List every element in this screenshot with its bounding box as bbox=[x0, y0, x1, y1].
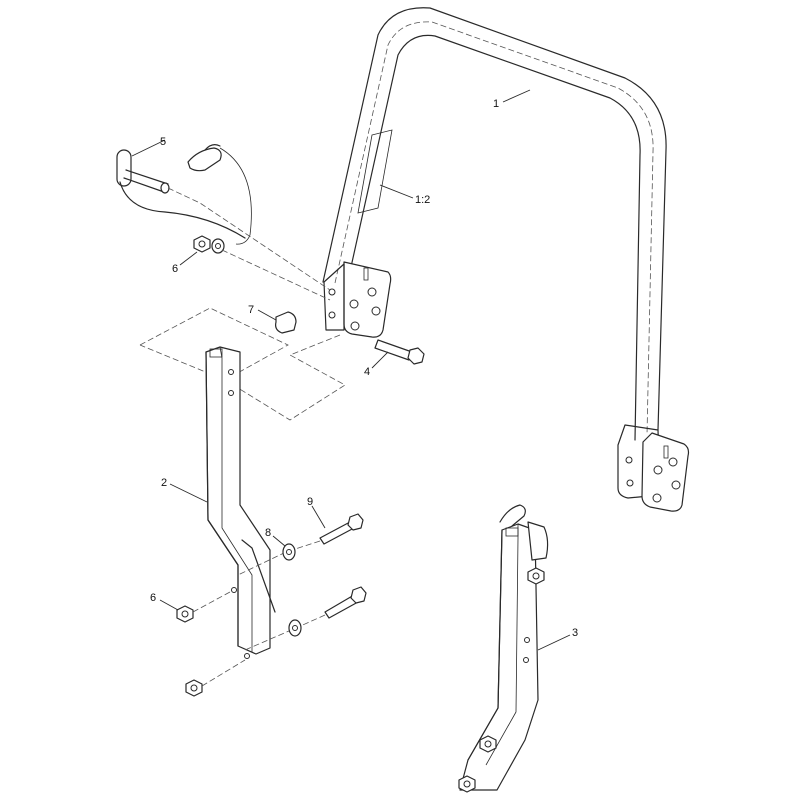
roll-bar-hoop bbox=[322, 7, 690, 512]
callout-2: 2 bbox=[161, 477, 167, 489]
left-mount-plate bbox=[343, 261, 392, 338]
left-upright bbox=[205, 346, 276, 659]
callout-6-upper: 6 bbox=[172, 263, 178, 275]
flange-nut-upper bbox=[193, 235, 331, 301]
callout-1: 1 bbox=[493, 98, 499, 110]
callout-9: 9 bbox=[307, 496, 313, 508]
callout-4: 4 bbox=[364, 366, 370, 378]
right-mount-plate bbox=[641, 432, 690, 512]
callout-labels: 1 1:2 5 6 7 4 2 9 8 6 3 bbox=[150, 98, 578, 639]
callout-7: 7 bbox=[248, 304, 254, 316]
decal bbox=[357, 129, 393, 214]
hitch-pin-assembly bbox=[116, 144, 331, 291]
bolt bbox=[374, 339, 425, 365]
washers-lower bbox=[282, 543, 302, 637]
bolts-lower bbox=[237, 513, 367, 651]
callout-1-2: 1:2 bbox=[415, 194, 430, 206]
flange-nuts-lower bbox=[176, 591, 246, 697]
plug bbox=[275, 311, 297, 334]
callout-8: 8 bbox=[265, 527, 271, 539]
callout-5: 5 bbox=[160, 136, 166, 148]
callout-6-lower: 6 bbox=[150, 592, 156, 604]
alignment-plane bbox=[139, 307, 346, 421]
right-upright bbox=[458, 504, 549, 793]
callout-leaders bbox=[131, 89, 571, 651]
callout-3: 3 bbox=[572, 627, 578, 639]
